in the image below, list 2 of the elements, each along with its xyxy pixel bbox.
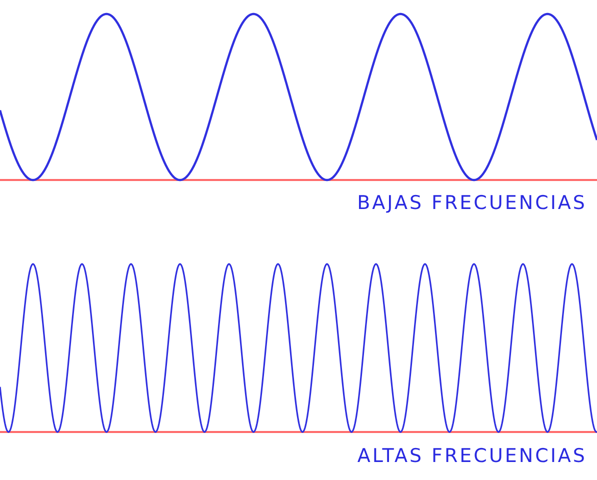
wave-caption: BAJAS FRECUENCIAS <box>357 192 587 214</box>
wave-caption: ALTAS FRECUENCIAS <box>357 445 587 467</box>
